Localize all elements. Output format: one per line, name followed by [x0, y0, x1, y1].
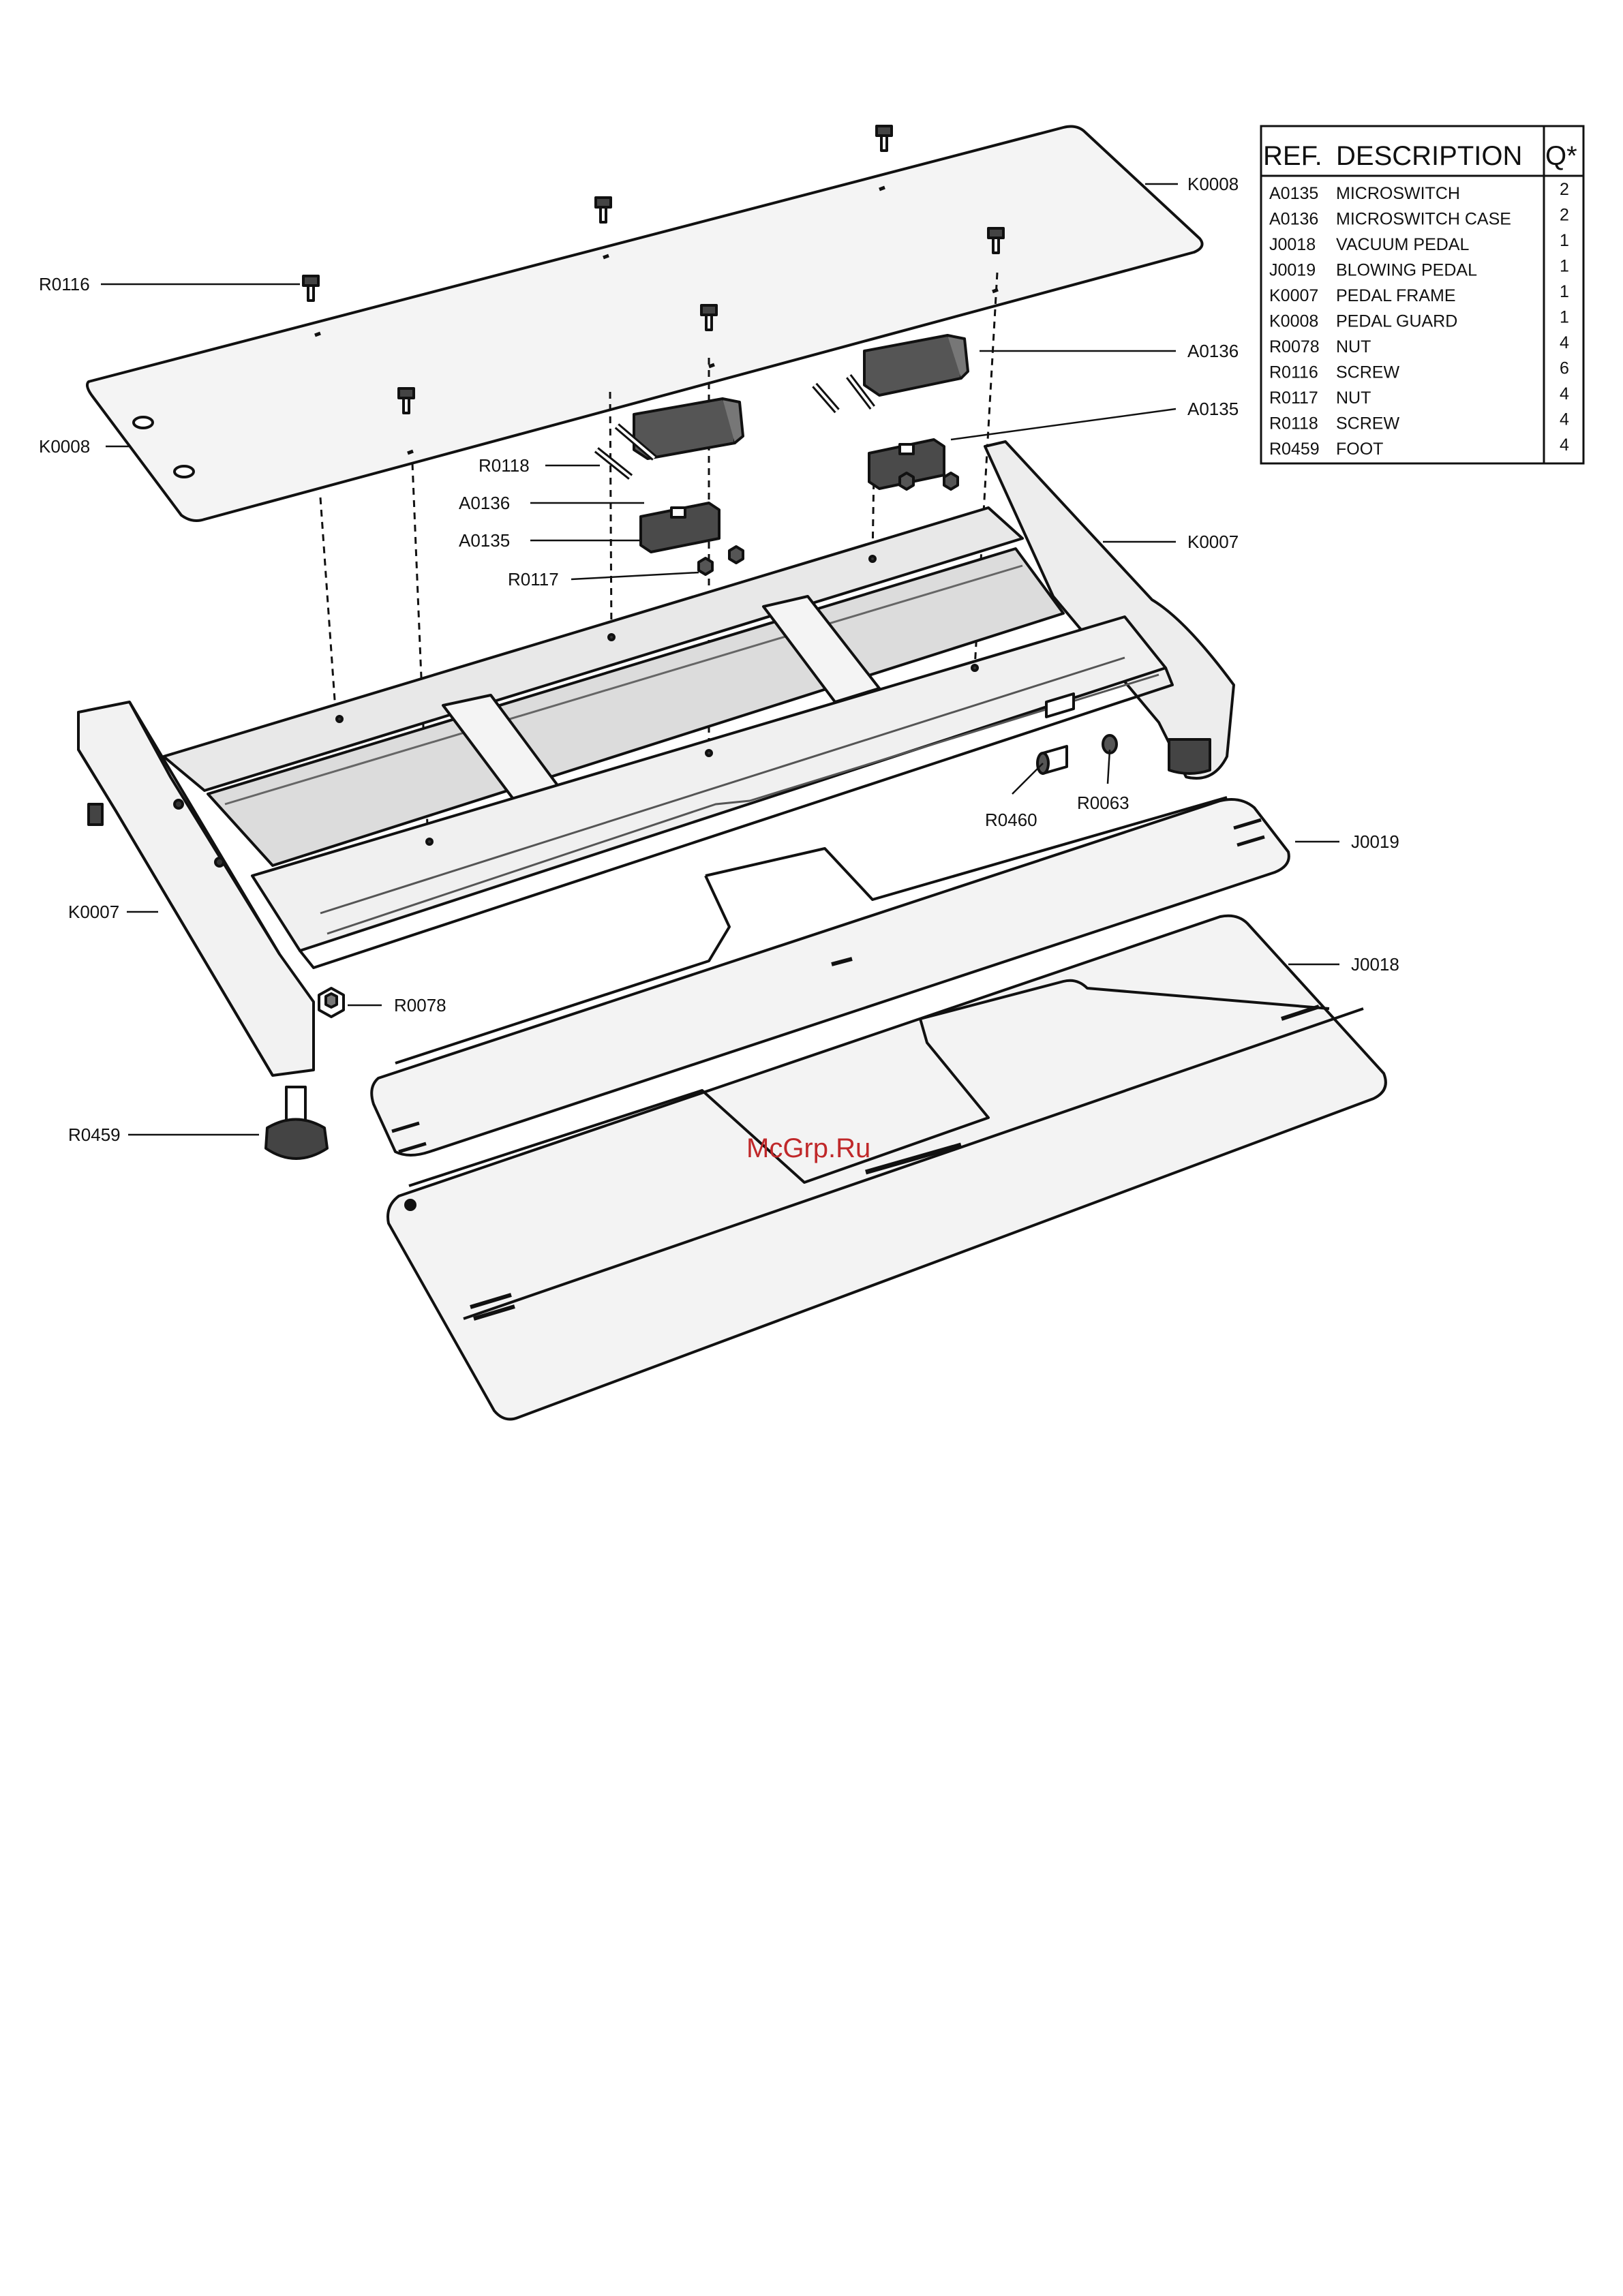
microswitch-cases: [633, 334, 969, 460]
table-cell-ref: R0118: [1269, 414, 1318, 433]
label-r0117: R0117: [508, 569, 559, 590]
table-cell-qty: 4: [1560, 410, 1569, 429]
table-cell-qty: 2: [1560, 180, 1569, 199]
table-row: R0118 SCREW 4: [1269, 410, 1569, 433]
callout-leader-lines: [101, 183, 1339, 1136]
label-j0019: J0019: [1351, 831, 1399, 852]
vacuum-pedal: [386, 914, 1387, 1421]
table-row: J0019 BLOWING PEDAL 1: [1269, 257, 1569, 280]
table-header-ref: REF.: [1263, 141, 1322, 171]
table-cell-description: NUT: [1336, 337, 1371, 356]
table-row: R0078 NUT 4: [1269, 333, 1569, 356]
table-header-description: DESCRIPTION: [1336, 141, 1522, 171]
table-cell-qty: 1: [1560, 231, 1569, 250]
label-a0135: A0135: [459, 530, 510, 551]
table-cell-ref: R0116: [1269, 363, 1318, 382]
nuts-r0117: [697, 472, 959, 576]
table-row: A0135 MICROSWITCH 2: [1269, 180, 1569, 203]
table-cell-description: BLOWING PEDAL: [1336, 261, 1477, 280]
table-cell-description: SCREW: [1336, 414, 1399, 433]
label-r0460: R0460: [985, 810, 1037, 830]
table-cell-qty: 2: [1560, 206, 1569, 225]
foot-and-nut: [264, 987, 345, 1160]
callout-labels: K0008 R0116 K0008 A0136 A0135 R0118 A013…: [39, 174, 1399, 1145]
pedal-frame: [77, 440, 1235, 1077]
table-cell-description: FOOT: [1336, 440, 1383, 459]
table-cell-qty: 1: [1560, 308, 1569, 327]
table-cell-ref: K0007: [1269, 286, 1318, 305]
table-cell-description: PEDAL GUARD: [1336, 312, 1457, 331]
table-row: R0116 SCREW 6: [1269, 359, 1569, 382]
table-cell-description: MICROSWITCH: [1336, 184, 1460, 203]
table-row: R0117 NUT 4: [1269, 384, 1569, 408]
label-r0078: R0078: [394, 995, 446, 1015]
table-cell-ref: J0018: [1269, 235, 1316, 254]
label-a0136: A0136: [459, 493, 510, 513]
table-cell-qty: 4: [1560, 384, 1569, 403]
table-cell-qty: 4: [1560, 435, 1569, 455]
table-cell-qty: 4: [1560, 333, 1569, 352]
table-cell-description: MICROSWITCH CASE: [1336, 210, 1511, 229]
table-cell-ref: A0136: [1269, 210, 1318, 229]
table-cell-qty: 6: [1560, 359, 1569, 378]
table-cell-ref: R0459: [1269, 440, 1320, 459]
label-r0459: R0459: [68, 1124, 121, 1145]
pedal-guard-plate: [86, 125, 1204, 522]
table-header-qty: Q*: [1545, 141, 1577, 171]
table-cell-description: SCREW: [1336, 363, 1399, 382]
table-row: K0008 PEDAL GUARD 1: [1269, 308, 1569, 331]
table-row: A0136 MICROSWITCH CASE 2: [1269, 206, 1569, 229]
table-cell-ref: A0135: [1269, 184, 1318, 203]
table-row: R0459 FOOT 4: [1269, 435, 1569, 459]
label-k0008: K0008: [39, 436, 90, 457]
label-k0007: K0007: [1187, 532, 1239, 552]
table-row: J0018 VACUUM PEDAL 1: [1269, 231, 1569, 254]
label-a0135: A0135: [1187, 399, 1239, 419]
table-row: K0007 PEDAL FRAME 1: [1269, 282, 1569, 305]
label-j0018: J0018: [1351, 954, 1399, 975]
watermark-text: McGrp.Ru: [746, 1133, 870, 1163]
label-k0007: K0007: [68, 902, 119, 922]
screws-r0118: [594, 373, 875, 480]
table-cell-description: VACUUM PEDAL: [1336, 235, 1470, 254]
label-a0136: A0136: [1187, 341, 1239, 361]
table-cell-ref: R0078: [1269, 337, 1320, 356]
label-k0008: K0008: [1187, 174, 1239, 194]
blowing-pedal: [370, 796, 1290, 1157]
table-cell-qty: 1: [1560, 282, 1569, 301]
bushes: [1036, 692, 1118, 775]
label-r0063: R0063: [1077, 793, 1129, 813]
table-cell-ref: K0008: [1269, 312, 1318, 331]
table-cell-ref: J0019: [1269, 261, 1316, 280]
label-r0118: R0118: [479, 455, 530, 476]
table-cell-ref: R0117: [1269, 388, 1318, 408]
label-r0116: R0116: [39, 274, 90, 294]
screws-r0116: [302, 125, 1005, 414]
table-cell-description: PEDAL FRAME: [1336, 286, 1456, 305]
table-cell-description: NUT: [1336, 388, 1371, 408]
microswitches: [639, 438, 945, 553]
table-cell-qty: 1: [1560, 257, 1569, 276]
